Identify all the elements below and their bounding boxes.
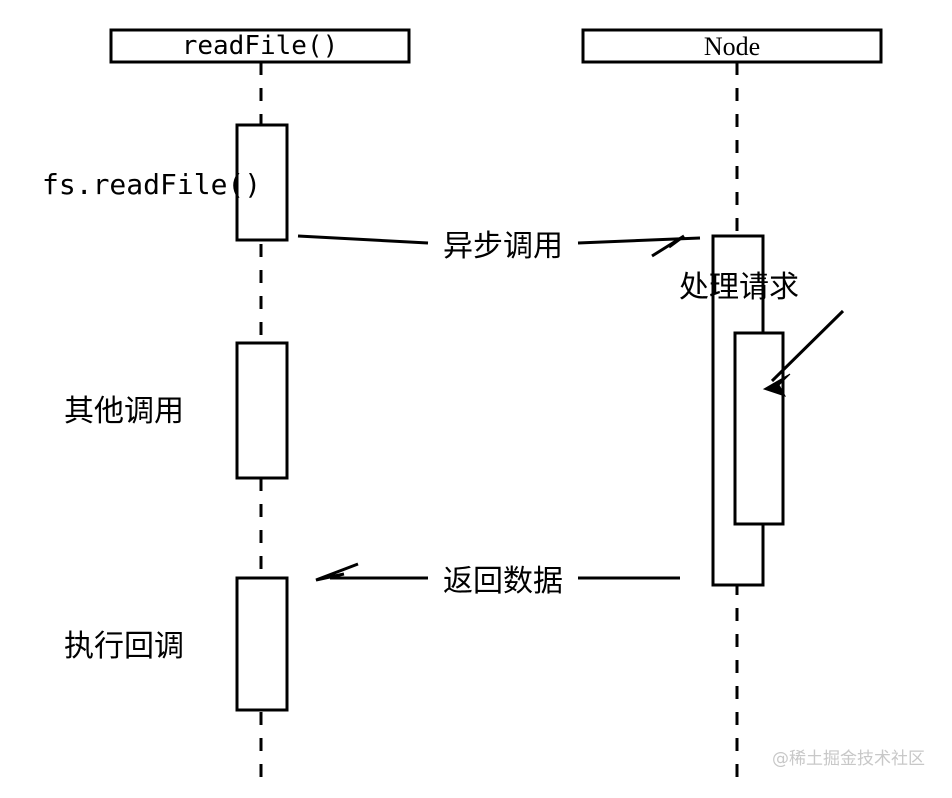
activation-bar-other-calls[interactable]	[235, 341, 289, 480]
activation-bar-exec-callback[interactable]	[235, 576, 289, 712]
participant-label-readfile: readFile()	[182, 31, 339, 61]
message-label-return-data: 返回数据	[443, 564, 563, 599]
activation-bar-fs-readfile[interactable]	[235, 123, 289, 242]
label-other-calls: 其他调用	[64, 394, 184, 429]
label-exec-callback: 执行回调	[64, 629, 184, 664]
annotation-label-handle-request: 处理请求	[679, 270, 799, 305]
message-label-async-call: 异步调用	[443, 229, 563, 264]
label-fs-readfile: fs.readFile()	[42, 168, 261, 201]
activation-bar-node-inner[interactable]	[733, 331, 785, 526]
message-line-async-call	[297, 234, 429, 245]
participant-box-node[interactable]	[581, 28, 883, 64]
participant-label-node: Node	[704, 32, 760, 61]
watermark: @稀土掘金技术社区	[772, 749, 925, 769]
participant-box-readfile[interactable]	[109, 28, 411, 64]
arrowhead-return-data-icon	[315, 562, 359, 582]
annotation-arrow-line-handle-request	[770, 309, 845, 383]
arrowhead-handle-request-icon	[762, 373, 791, 397]
arrowhead-async-call-icon	[651, 234, 685, 258]
